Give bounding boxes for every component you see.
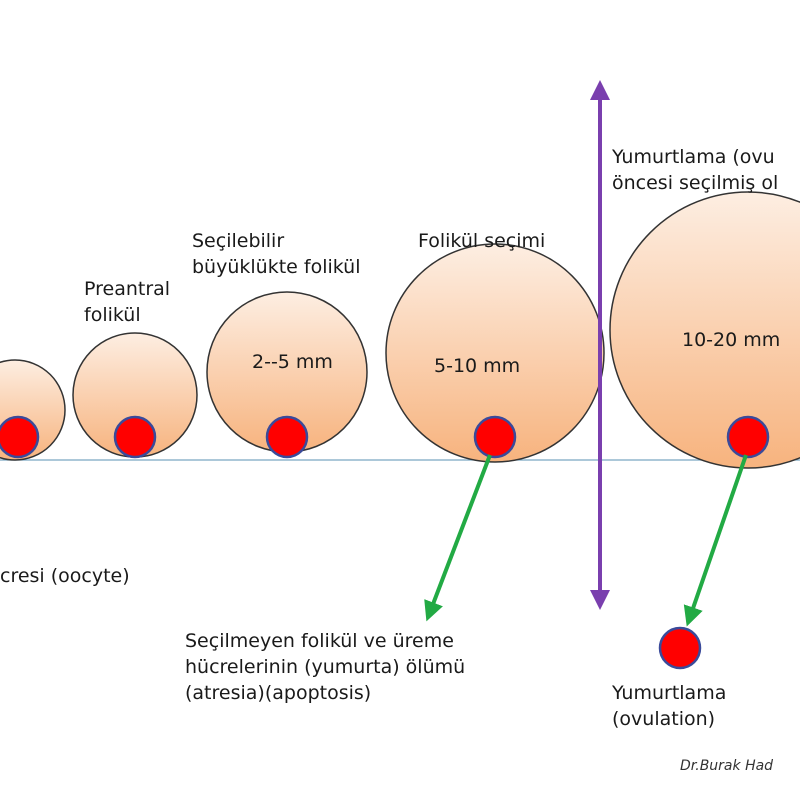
ovulation-label: Yumurtlama (ovulation) (612, 682, 727, 730)
oocyte (0, 415, 40, 459)
oocyte (726, 415, 770, 459)
ovulation-arrow (683, 454, 748, 627)
atresia-arrow (424, 454, 492, 622)
ovulated-oocyte (658, 626, 702, 670)
size-label-selection: 5-10 mm (434, 355, 521, 377)
follicle-preovulatory (609, 191, 800, 469)
stage-label-preovulatory: Yumurtlama (ovu öncesi seçilmiş ol (612, 146, 779, 194)
oocyte (265, 415, 309, 459)
oocytes (0, 415, 770, 670)
oocyte-label: cresi (oocyte) (0, 565, 130, 587)
size-label-preovulatory: 10-20 mm (682, 329, 781, 351)
atresia-label: Seçilmeyen folikül ve üreme hücrelerinin… (185, 630, 466, 704)
stage-label-selection: Folikül seçimi (418, 230, 546, 252)
stage-label-selectable: Seçilebilir büyüklükte folikül (192, 230, 361, 278)
oocyte (113, 415, 157, 459)
size-label-selectable: 2--5 mm (252, 351, 333, 373)
author-credit: Dr.Burak Had (680, 758, 774, 774)
oocyte (473, 415, 517, 459)
stage-label-preantral: Preantral folikül (84, 278, 171, 326)
